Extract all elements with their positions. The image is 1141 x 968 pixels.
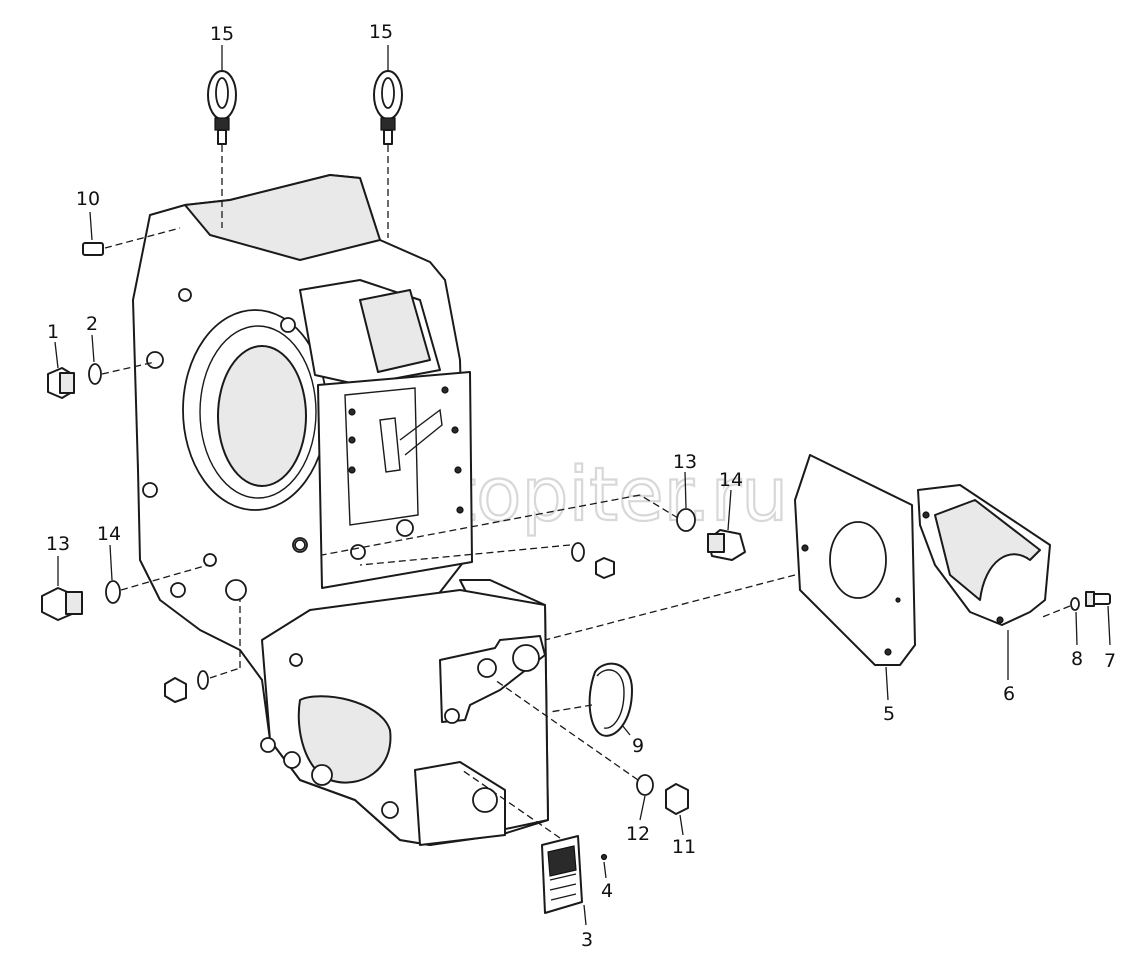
leader-7 [1107, 605, 1111, 646]
leader-9 [621, 724, 631, 736]
callout-6: 6 [1003, 683, 1015, 705]
screw-10 [82, 227, 181, 256]
callout-9: 9 [632, 735, 644, 757]
leader-2 [91, 334, 95, 363]
callout-12: 12 [626, 823, 650, 845]
plug-14-right [707, 529, 746, 561]
leader-4 [603, 861, 607, 879]
leader-14-right [727, 489, 732, 531]
callout-7: 7 [1104, 650, 1116, 672]
washer-12 [636, 774, 654, 796]
transmission-housing [132, 174, 549, 846]
callout-8: 8 [1071, 648, 1083, 670]
callout-1: 1 [47, 321, 59, 343]
plug-1 [47, 367, 75, 399]
callout-15-right: 15 [369, 21, 393, 43]
leader-13-right [684, 471, 687, 509]
leader-14-left [109, 544, 113, 581]
leader-1 [54, 341, 59, 369]
callout-3: 3 [581, 929, 593, 951]
plug-13-left [41, 587, 83, 621]
leader-12 [639, 795, 646, 821]
callout-10: 10 [76, 188, 100, 210]
washer-8 [1039, 597, 1080, 619]
callout-15-left: 15 [210, 23, 234, 45]
callout-2: 2 [86, 313, 98, 335]
o-ring-13-right [676, 508, 696, 532]
o-ring-2 [88, 361, 156, 385]
leader-3 [583, 904, 587, 926]
callout-5: 5 [883, 703, 895, 725]
eye-bolt-left [207, 70, 237, 228]
plug-mid [359, 542, 615, 579]
leader-dash-11-12 [494, 679, 639, 781]
callout-4: 4 [601, 880, 613, 902]
leader-dash-housing [321, 494, 641, 556]
plug-lower-left [164, 600, 241, 703]
nameplate-3 [461, 769, 583, 914]
callout-13-right: 13 [673, 451, 697, 473]
callout-11: 11 [672, 836, 696, 858]
eye-bolt-right [373, 70, 403, 238]
leader-5 [885, 666, 889, 701]
leader-dash-13-right [639, 494, 679, 519]
callout-13-left: 13 [46, 533, 70, 555]
leader-8 [1075, 611, 1078, 646]
shield-6 [917, 484, 1051, 626]
cover-plate-5 [544, 454, 916, 666]
cap-9 [549, 662, 633, 737]
callout-14-left: 14 [97, 523, 121, 545]
rivet-4 [600, 853, 608, 861]
leader-11 [679, 814, 684, 836]
o-ring-14-left [105, 564, 209, 604]
plug-11 [665, 783, 689, 815]
leader-10 [89, 211, 93, 241]
callout-14-right: 14 [719, 469, 743, 491]
bolt-7 [1085, 591, 1111, 607]
